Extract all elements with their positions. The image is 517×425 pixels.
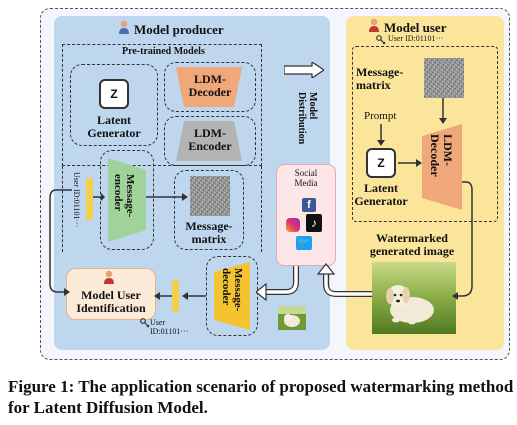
user-title: Model user [384, 20, 447, 35]
producer-user-id-bottom: User ID:01101··· [150, 318, 189, 336]
arrow-encoder-to-matrix [146, 193, 188, 201]
arrow-prompt-to-generator [377, 124, 385, 146]
arrow-id-to-encoder [93, 193, 105, 201]
message-decoder-shape [214, 262, 250, 330]
message-encoder-label: Message- encoder [112, 174, 136, 218]
figure-caption: Figure 1: The application scenario of pr… [8, 377, 514, 417]
facebook-icon: f [302, 198, 316, 212]
user-models-box [352, 46, 498, 222]
twitter-icon: 🐦 [296, 236, 312, 250]
encoder-region [62, 166, 262, 252]
user-ldm-decoder-shape [422, 124, 462, 210]
producer-id-strip [86, 178, 93, 220]
identification-label: Model User Identification [76, 288, 146, 315]
ldm-encoder-box [164, 116, 256, 166]
ldm-decoder-shape [176, 67, 242, 107]
user-user-id: User ID:01101··· [388, 34, 444, 43]
producer-message-matrix-label: Message- matrix [185, 219, 233, 246]
user-key-icon [376, 35, 386, 45]
arrow-image-to-social [316, 263, 378, 297]
producer-person-icon [119, 20, 129, 34]
arrow-generator-to-decoder [398, 159, 422, 167]
pretrained-title: Pre-trained Models [122, 46, 205, 57]
user-message-matrix-label: Message- matrix [356, 65, 404, 92]
arrow-loop-to-identification [49, 189, 72, 296]
distribution-label: Model Distribution [296, 92, 318, 145]
ldm-decoder-label: LDM- Decoder [188, 72, 232, 99]
watermarked-label: Watermarked generated image [369, 231, 455, 258]
user-latent-generator-label: Latent Generator [354, 181, 408, 208]
producer-message-matrix-box [174, 170, 244, 250]
tiktok-icon: ♪ [306, 214, 322, 232]
producer-user-id: User ID:01101··· [72, 172, 81, 228]
producer-id-strip-bottom [172, 280, 179, 312]
arrow-decoder-to-id [182, 292, 206, 300]
identification-person-icon [104, 270, 114, 284]
social-media-label: Social Media [294, 168, 318, 188]
user-person-icon [369, 18, 379, 32]
message-decoder-box [206, 256, 258, 336]
producer-key-icon [140, 318, 150, 328]
arrow-matrix-to-decoder [439, 98, 447, 124]
instagram-icon [286, 218, 300, 232]
watermarked-dog-image [372, 262, 456, 334]
message-decoder-label: Message- decoder [220, 268, 244, 312]
identification-box [66, 268, 156, 320]
producer-latent-generator-label: Latent Generator [87, 113, 141, 140]
arrow-social-to-decoder [256, 266, 299, 302]
prompt-label: Prompt [364, 110, 397, 122]
message-encoder-shape [108, 158, 146, 242]
arrow-id-to-identification [154, 292, 172, 300]
pretrained-models-box [62, 44, 262, 166]
user-ldm-decoder-label: LDM- Decoder [428, 134, 455, 177]
user-noise-image [424, 58, 464, 98]
ldm-decoder-box [164, 62, 256, 112]
producer-latent-generator-box [70, 64, 158, 146]
user-z-box: Z [366, 148, 396, 178]
producer-z-box: Z [99, 79, 129, 109]
message-encoder-box [100, 150, 154, 250]
distribution-arrow [284, 62, 324, 78]
producer-noise-image [190, 176, 230, 216]
arrow-decoder-to-image [452, 181, 473, 300]
dog-thumbnail [278, 306, 306, 330]
producer-title: Model producer [134, 22, 224, 37]
ldm-encoder-shape [176, 121, 242, 161]
ldm-encoder-label: LDM- Encoder [188, 126, 232, 153]
